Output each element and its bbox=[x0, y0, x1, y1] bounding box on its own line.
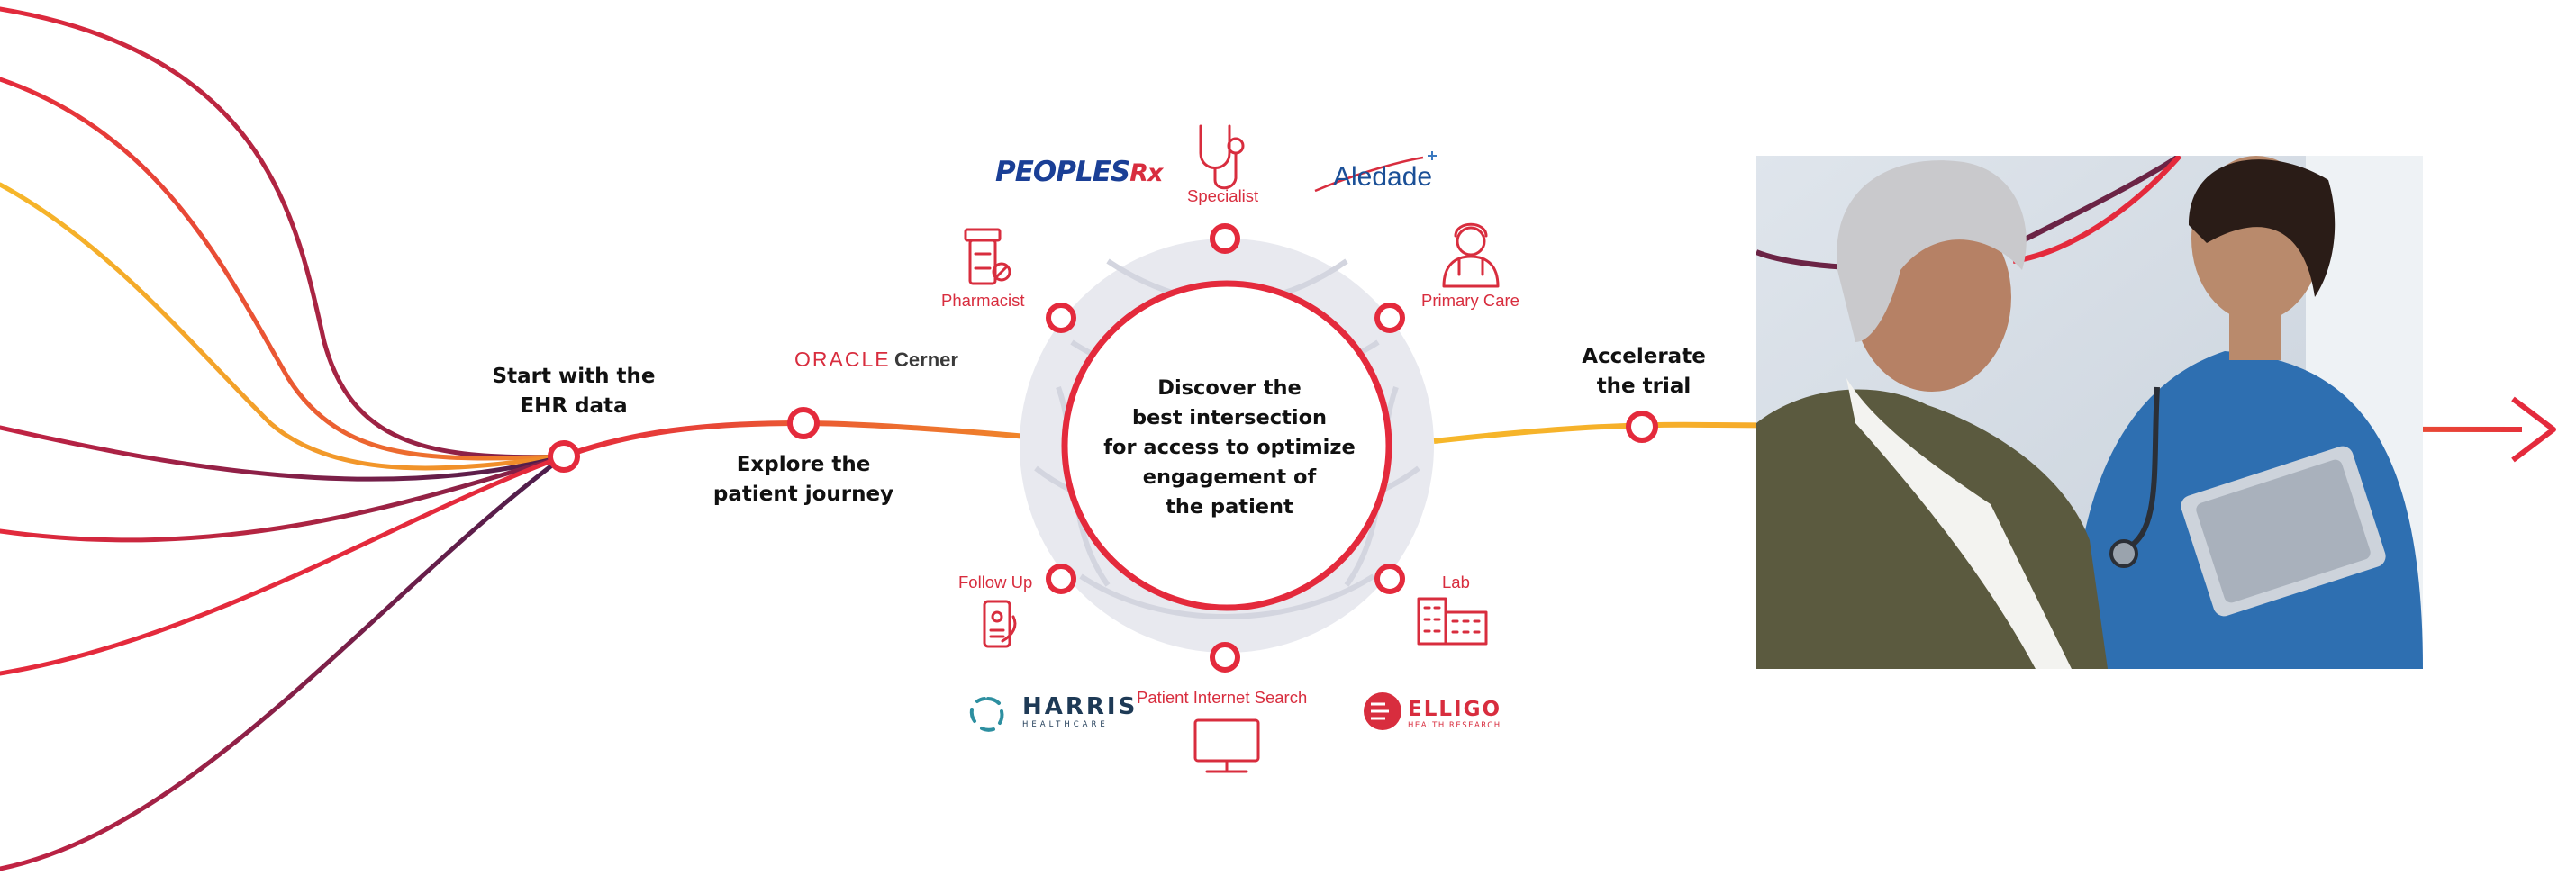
peoples-rx-suffix: Rx bbox=[1129, 159, 1163, 187]
node-markers bbox=[548, 223, 1658, 673]
aledade-logo: Aledade bbox=[1333, 162, 1433, 192]
node-label-pharmacist: Pharmacist bbox=[941, 291, 1025, 310]
monitor-icon bbox=[1193, 718, 1260, 773]
elligo-logo-name: ELLIGO bbox=[1408, 698, 1502, 721]
pill-bottle-icon bbox=[964, 228, 1011, 285]
phone-icon bbox=[983, 600, 1017, 648]
node-label-follow-up: Follow Up bbox=[958, 573, 1033, 592]
stream-3 bbox=[0, 182, 567, 471]
marker-patient-internet-search bbox=[1210, 642, 1240, 673]
marker-accelerate bbox=[1626, 411, 1658, 443]
stream-1 bbox=[0, 6, 567, 460]
harris-healthcare-logo: HARRIS HEALTHCARE bbox=[1022, 693, 1138, 729]
arrow-head bbox=[2511, 396, 2556, 463]
step-explore-label: Explore the patient journey bbox=[712, 453, 894, 506]
doctor-icon bbox=[1442, 222, 1500, 288]
marker-pharmacist bbox=[1046, 303, 1076, 333]
marker-explore bbox=[787, 407, 820, 439]
cerner-product-text: Cerner bbox=[894, 348, 958, 371]
stream-7 bbox=[0, 454, 567, 871]
harris-logo-mark bbox=[969, 697, 1004, 732]
building-icon bbox=[1417, 597, 1488, 646]
stream-4 bbox=[0, 425, 567, 482]
stream-2 bbox=[0, 77, 567, 461]
node-label-lab: Lab bbox=[1442, 573, 1470, 592]
stream-5 bbox=[0, 454, 567, 543]
step-start-label: Start with the EHR data bbox=[492, 365, 656, 418]
data-streams bbox=[0, 6, 567, 871]
marker-start bbox=[548, 440, 580, 473]
hub-text: Discover the best intersection for acces… bbox=[1103, 376, 1356, 519]
marker-primary-care bbox=[1374, 303, 1405, 333]
stethoscope-icon bbox=[1199, 124, 1245, 190]
harris-logo-name: HARRIS bbox=[1022, 693, 1138, 720]
step-accelerate-label: Accelerate the trial bbox=[1582, 345, 1706, 398]
node-label-specialist: Specialist bbox=[1187, 186, 1259, 205]
node-label-patient-internet-search: Patient Internet Search bbox=[1137, 688, 1308, 707]
marker-follow-up bbox=[1046, 564, 1076, 594]
stream-6 bbox=[0, 454, 567, 676]
oracle-brand-text: ORACLE bbox=[794, 348, 891, 371]
harris-logo-sub: HEALTHCARE bbox=[1022, 720, 1109, 729]
elligo-logo-sub: HEALTH RESEARCH bbox=[1408, 721, 1501, 730]
hub bbox=[1020, 239, 1434, 653]
aledade-logo-mark bbox=[1314, 151, 1437, 193]
hub-core bbox=[1061, 280, 1392, 611]
photo-doctor-patient bbox=[1756, 156, 2423, 669]
peoples-logo-text: PEOPLES bbox=[995, 156, 1130, 188]
elligo-logo-mark bbox=[1364, 692, 1401, 730]
elligo-logo: ELLIGO HEALTH RESEARCH bbox=[1408, 698, 1501, 730]
peoples-rx-logo: PEOPLESRx bbox=[995, 156, 1163, 188]
marker-lab bbox=[1374, 564, 1405, 594]
oracle-cerner-logo: ORACLE Cerner bbox=[794, 348, 958, 372]
marker-specialist bbox=[1210, 223, 1240, 254]
node-label-primary-care: Primary Care bbox=[1421, 291, 1519, 310]
